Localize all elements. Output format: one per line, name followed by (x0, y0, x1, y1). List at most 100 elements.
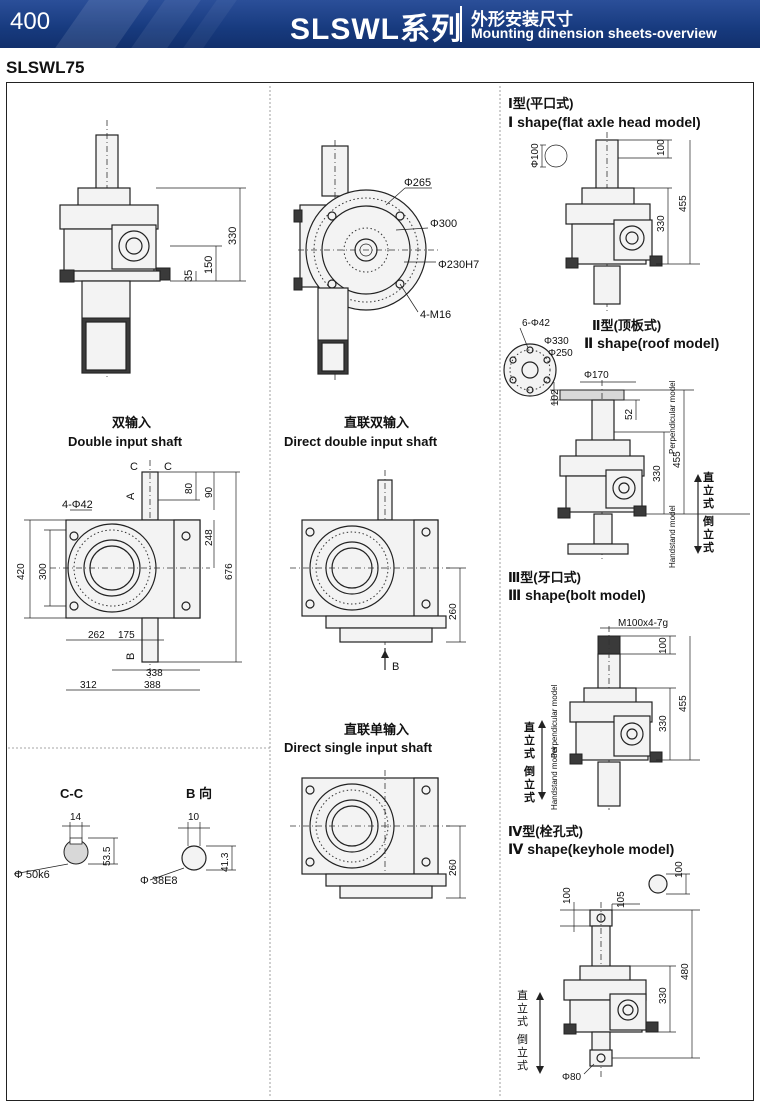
type2-title-cn: Ⅱ型(顶板式) (592, 318, 661, 333)
dim-338: 338 (146, 668, 163, 679)
section-cc: C-C 14 53.5 Φ 50k6 (13, 786, 118, 881)
dim-300: 300 (38, 563, 49, 580)
type3-title-en: Ⅲ shape(bolt model) (508, 587, 646, 603)
double-input-view: C C A B 80 90 248 676 420 300 4-Φ42 262 … (16, 460, 242, 691)
title-direct-double-en: Direct double input shaft (284, 434, 438, 449)
dim-41-3: 41.3 (220, 852, 231, 872)
label-b-arrow: B (392, 661, 399, 673)
type2-dim-330: Φ330 (544, 336, 569, 347)
type2-dim-holes: 6-Φ42 (522, 318, 550, 329)
title-view-b: B 向 (186, 786, 212, 801)
title-direct-single-en: Direct single input shaft (284, 740, 433, 755)
dim-260: 260 (448, 603, 459, 620)
type2-dim-455: 455 (672, 451, 683, 468)
type3-dim-thread: M100x4-7g (618, 618, 668, 629)
type2-dim-170: Φ170 (584, 370, 609, 381)
type2-upright-label: 直立式 (703, 472, 714, 510)
type2-title-en: Ⅱ shape(roof model) (584, 335, 719, 351)
dim-shaft-50k6: Φ 50k6 (14, 869, 50, 881)
dim-676: 676 (224, 563, 235, 580)
label-b: B (125, 653, 137, 660)
dim-388: 388 (144, 680, 161, 691)
type1-dim-100-dia: Φ100 (530, 143, 541, 168)
type2-dim-102: 102 (550, 389, 561, 406)
dim-175: 175 (118, 630, 135, 641)
dim-312: 312 (80, 680, 97, 691)
type3-view: Ⅲ型(牙口式) Ⅲ shape(bolt model) M100x4-7g 10… (508, 570, 700, 810)
type4-inverted-label: 倒立式 (517, 1034, 528, 1072)
dim-262: 262 (88, 630, 105, 641)
direct-single-view: 260 (290, 770, 466, 900)
type4-dim-105: 105 (616, 891, 627, 908)
type4-upright-label: 直立式 (517, 990, 528, 1028)
label-c-left: C (130, 461, 138, 473)
subtitle-cn: 外形安装尺寸 (471, 10, 573, 29)
dim-holes-4x42: 4-Φ42 (62, 499, 93, 511)
page-header: 400 SLSWL系列 外形安装尺寸 Mounting dinension sh… (0, 0, 760, 48)
title-section-cc: C-C (60, 786, 84, 801)
title-double-input-en: Double input shaft (68, 434, 183, 449)
type3-upright-label: 直立式 (524, 722, 535, 760)
type4-view: Ⅳ型(栓孔式) Ⅳ shape(keyhole model) 100 100 1… (508, 824, 700, 1083)
type3-handstand-label: Handstand model (550, 747, 559, 810)
dim-420: 420 (16, 563, 27, 580)
type1-view: Ⅰ型(平口式) Ⅰ shape(flat axle head model) Φ1… (508, 96, 701, 312)
series-title: SLSWL系列 (290, 13, 462, 46)
type4-title-cn: Ⅳ型(栓孔式) (508, 824, 583, 839)
type1-dim-455: 455 (678, 195, 689, 212)
type3-dim-330: 330 (658, 715, 669, 732)
label-a: A (125, 492, 137, 500)
model-label: SLSWL75 (6, 58, 85, 77)
dim-bolts: 4-M16 (420, 309, 451, 321)
type2-dim-52: 52 (624, 408, 635, 420)
dim-pcd265: Φ265 (404, 177, 431, 189)
type4-dim-80: Φ80 (562, 1072, 582, 1083)
type4-dim-100b: 100 (674, 861, 685, 878)
type4-dim-480: 480 (680, 963, 691, 980)
type2-dim-330: 330 (652, 465, 663, 482)
dim-330: 330 (227, 227, 239, 245)
type1-dim-330: 330 (656, 215, 667, 232)
title-direct-single-cn: 直联单输入 (344, 722, 409, 737)
label-c-right: C (164, 461, 172, 473)
drawing-frame (6, 82, 754, 1101)
dim-80: 80 (184, 482, 195, 494)
type4-dim-330: 330 (658, 987, 669, 1004)
type2-dim-250: Φ250 (548, 348, 573, 359)
front-view: 330 150 35 (59, 120, 246, 380)
type3-title-cn: Ⅲ型(牙口式) (508, 570, 581, 585)
view-b: B 向 10 41.3 Φ 38E8 (140, 786, 236, 887)
title-direct-double-cn: 直联双输入 (344, 415, 409, 430)
type2-inverted-label: 倒立式 (703, 516, 714, 554)
type1-title-cn: Ⅰ型(平口式) (508, 96, 574, 111)
dim-90: 90 (204, 486, 215, 498)
type3-perpendicular-label: Perpendicular model (550, 684, 559, 758)
dim-150: 150 (203, 256, 215, 274)
dim-bore: Φ230H7 (438, 259, 479, 271)
dim-248: 248 (204, 529, 215, 546)
dim-14: 14 (70, 812, 82, 823)
type2-perpendicular-label: Perpendicular model (668, 380, 677, 454)
dim-10: 10 (188, 812, 200, 823)
dim-260: 260 (448, 859, 459, 876)
type1-title-en: Ⅰ shape(flat axle head model) (508, 114, 701, 130)
title-divider (460, 6, 462, 42)
type2-view: Ⅱ型(顶板式) Ⅱ shape(roof model) 6-Φ42 Φ330 Φ… (503, 318, 750, 560)
dim-shaft-38e8: Φ 38E8 (140, 875, 178, 887)
dim-35: 35 (183, 270, 195, 282)
direct-double-view: 260 B (290, 470, 466, 673)
dim-od300: Φ300 (430, 218, 457, 230)
type2-handstand-label: Handstand model (668, 505, 677, 568)
flange-view: Φ265 Φ300 Φ230H7 4-M16 (293, 140, 479, 380)
type3-dim-455: 455 (678, 695, 689, 712)
dim-53-5: 53.5 (102, 846, 113, 866)
title-double-input-cn: 双输入 (112, 415, 151, 430)
type3-dim-100: 100 (658, 637, 669, 654)
page-number: 400 (10, 8, 51, 35)
type1-dim-100: 100 (656, 139, 667, 156)
type4-title-en: Ⅳ shape(keyhole model) (508, 841, 674, 857)
subtitle-en: Mounting dinension sheets-overview (471, 25, 717, 41)
type3-inverted-label: 倒立式 (524, 766, 535, 804)
type4-dim-100a: 100 (562, 887, 573, 904)
